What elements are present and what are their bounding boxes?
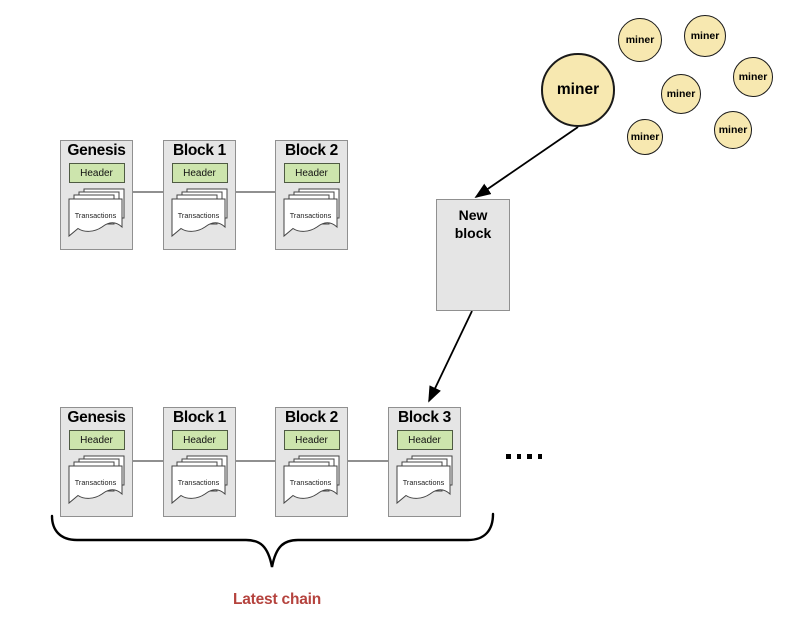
block-top-genesis: Genesis Header Transactions: [60, 140, 133, 250]
block-header-label: Header: [408, 434, 441, 446]
transactions-label: Transactions: [289, 478, 331, 487]
transactions-document-icon: Transactions: [68, 455, 124, 505]
block-header-label: Header: [183, 167, 216, 179]
block-bottom-block-3: Block 3 Header Transactions: [388, 407, 461, 517]
block-title: Block 1: [172, 142, 227, 159]
block-header-label: Header: [80, 167, 113, 179]
transactions-label: Transactions: [177, 211, 219, 220]
block-header-label: Header: [295, 167, 328, 179]
block-title: Block 2: [284, 142, 339, 159]
block-title: Genesis: [67, 409, 126, 426]
miner-label: miner: [556, 81, 600, 98]
block-top-block-2: Block 2 Header Transactions: [275, 140, 348, 250]
new-block-to-chain-arrow: [428, 310, 473, 403]
miner-label: miner: [630, 131, 660, 143]
block-title: Block 3: [397, 409, 452, 426]
transactions-document-icon: Transactions: [283, 455, 339, 505]
ellipsis-dot: [506, 454, 511, 459]
miner-label: miner: [738, 71, 768, 83]
block-title: Block 1: [172, 409, 227, 426]
new-block: New block: [436, 199, 510, 311]
new-block-label: New block: [454, 207, 492, 242]
miner-label: miner: [666, 88, 696, 100]
miner-node-5: miner: [627, 119, 663, 155]
latest-chain-brace: [50, 512, 495, 568]
block-header-label: Header: [183, 434, 216, 446]
block-bottom-genesis: Genesis Header Transactions: [60, 407, 133, 517]
transactions-label: Transactions: [289, 211, 331, 220]
latest-chain-label: Latest chain: [232, 591, 322, 608]
miner-node-2: miner: [684, 15, 726, 57]
transactions-document-icon: Transactions: [171, 188, 227, 238]
ellipsis-dot: [527, 454, 532, 459]
block-bottom-block-2: Block 2 Header Transactions: [275, 407, 348, 517]
block-header-box: Header: [68, 163, 125, 183]
miner-node-large: miner: [541, 53, 615, 127]
miner-to-new-block-arrow: [474, 126, 579, 199]
ellipsis-dot: [537, 454, 542, 459]
miner-label: miner: [625, 34, 655, 46]
ellipsis-dot: [516, 454, 521, 459]
miner-node-3: miner: [733, 57, 773, 97]
miner-label: miner: [690, 30, 720, 42]
transactions-label: Transactions: [74, 478, 116, 487]
block-header-box: Header: [283, 430, 340, 450]
transactions-label: Transactions: [177, 478, 219, 487]
block-title: Genesis: [67, 142, 126, 159]
block-bottom-block-1: Block 1 Header Transactions: [163, 407, 236, 517]
block-header-box: Header: [396, 430, 453, 450]
miner-label: miner: [718, 124, 748, 136]
block-header-box: Header: [171, 163, 228, 183]
block-header-box: Header: [171, 430, 228, 450]
miner-node-6: miner: [714, 111, 752, 149]
block-header-label: Header: [80, 434, 113, 446]
block-header-box: Header: [283, 163, 340, 183]
block-title: Block 2: [284, 409, 339, 426]
transactions-label: Transactions: [74, 211, 116, 220]
block-header-label: Header: [295, 434, 328, 446]
miner-node-4: miner: [661, 74, 701, 114]
transactions-document-icon: Transactions: [68, 188, 124, 238]
transactions-document-icon: Transactions: [171, 455, 227, 505]
transactions-document-icon: Transactions: [283, 188, 339, 238]
transactions-document-icon: Transactions: [396, 455, 452, 505]
chain-continues-ellipsis: [506, 454, 542, 459]
block-header-box: Header: [68, 430, 125, 450]
block-top-block-1: Block 1 Header Transactions: [163, 140, 236, 250]
miner-node-1: miner: [618, 18, 662, 62]
transactions-label: Transactions: [402, 478, 444, 487]
